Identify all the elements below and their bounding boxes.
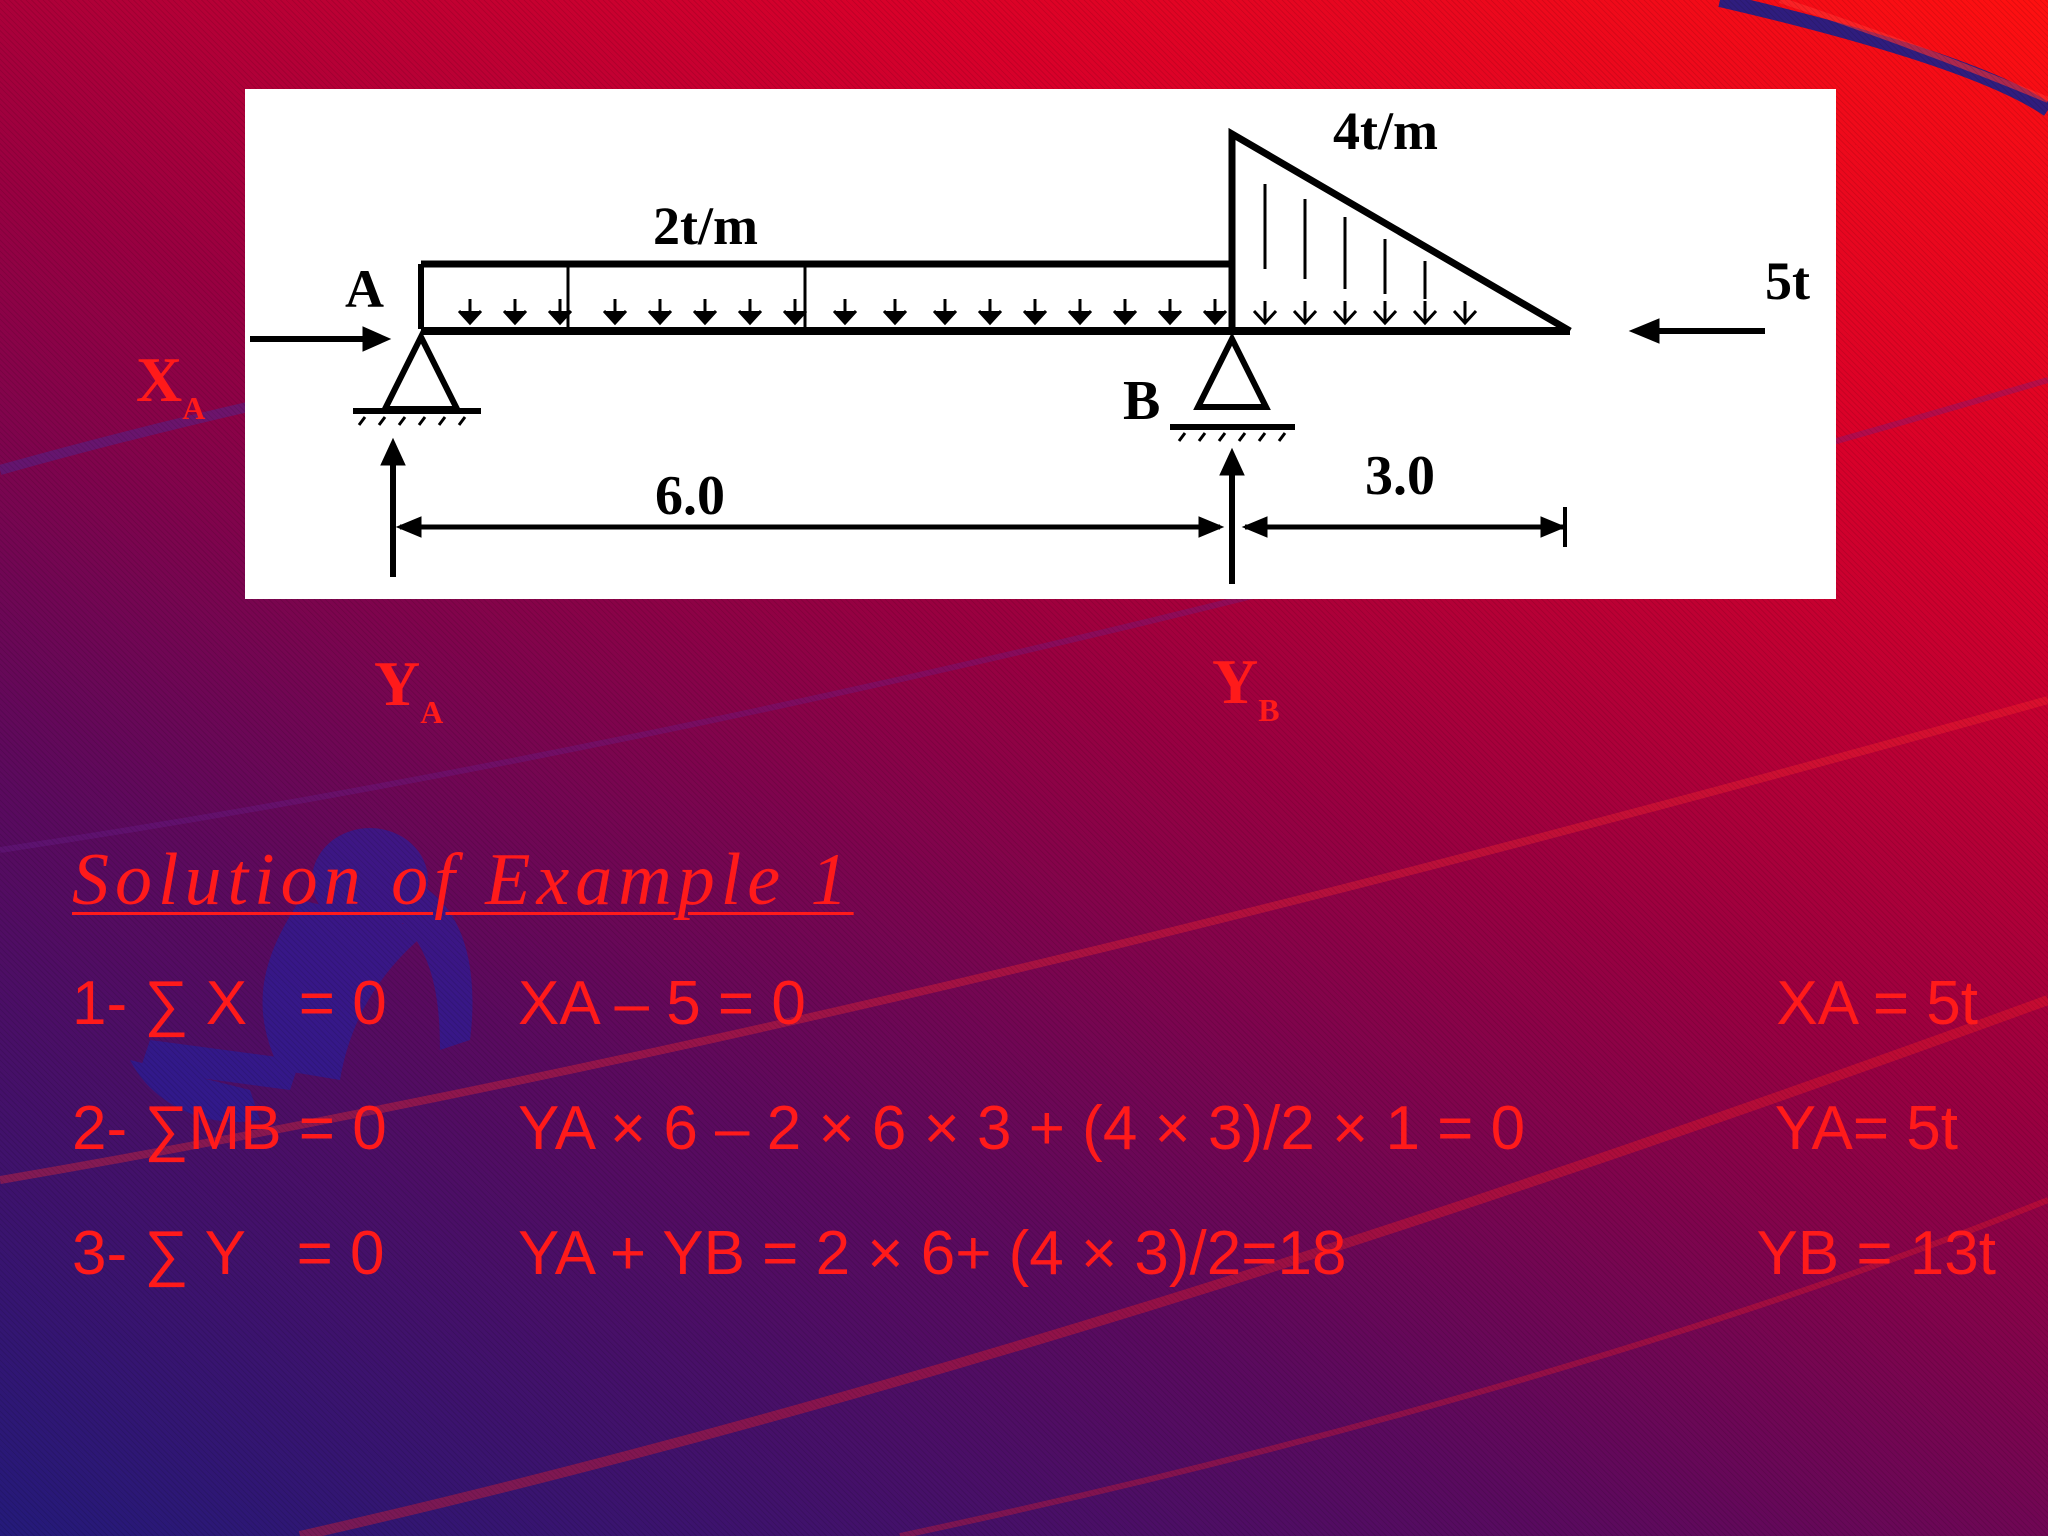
ya-label-main: Y <box>374 648 421 719</box>
equation-3-body: YA + YB = 2 × 6+ (4 × 3)/2=18 <box>518 1219 1347 1288</box>
point-load-label: 5t <box>1765 251 1810 311</box>
equation-2-label: 2- ∑MB = 0 <box>72 1094 387 1163</box>
xa-label: XA <box>136 348 206 426</box>
equation-1-body: XA – 5 = 0 <box>518 969 806 1038</box>
equation-3-result: YB = 13t <box>1756 1219 1996 1288</box>
beam-diagram: A B 2t/m 4t/m 5t 6.0 3.0 <box>245 89 1836 599</box>
equation-1-label: 1- ∑ X = 0 <box>72 969 387 1038</box>
triangular-load <box>1228 127 1572 335</box>
span-ab-label: 6.0 <box>655 465 725 527</box>
dimension-overhang <box>1241 507 1567 547</box>
yb-arrow <box>1219 447 1245 584</box>
equation-row-2: 2- ∑MB = 0 YA × 6 – 2 × 6 × 3 + (4 × 3)/… <box>0 1089 2048 1169</box>
athlete-silhouette-graphic <box>130 828 473 1122</box>
solution-title: Solution of Example 1 <box>72 839 854 921</box>
udl-label: 2t/m <box>653 196 758 256</box>
ya-arrow <box>380 437 406 577</box>
uniform-load-arrows <box>457 299 1228 326</box>
equation-row-1: 1- ∑ X = 0 XA – 5 = 0 XA = 5t <box>0 964 2048 1044</box>
yb-label-sub: B <box>1258 692 1280 728</box>
point-b-label: B <box>1123 370 1160 432</box>
equation-3-label: 3- ∑ Y = 0 <box>72 1219 385 1288</box>
equation-row-3: 3- ∑ Y = 0 YA + YB = 2 × 6+ (4 × 3)/2=18… <box>0 1214 2048 1294</box>
ya-label-sub: A <box>420 694 444 730</box>
triangular-load-label: 4t/m <box>1333 101 1438 161</box>
point-load-arrow <box>1628 318 1765 344</box>
point-a-label: A <box>345 259 384 319</box>
support-b-roller <box>1170 332 1295 442</box>
uniform-load-block <box>418 260 1232 329</box>
support-a-pin <box>353 330 481 426</box>
equation-2-result: YA= 5t <box>1774 1094 1958 1163</box>
overhang-label: 3.0 <box>1365 445 1435 507</box>
equation-2-body: YA × 6 – 2 × 6 × 3 + (4 × 3)/2 × 1 = 0 <box>518 1094 1526 1163</box>
yb-label: YB <box>1212 650 1280 728</box>
xa-label-main: X <box>136 344 183 415</box>
xa-arrow <box>250 326 392 352</box>
equation-1-result: XA = 5t <box>1776 969 1978 1038</box>
ya-label: YA <box>374 652 444 730</box>
xa-label-sub: A <box>182 390 206 426</box>
dimension-ab <box>395 516 1225 538</box>
yb-label-main: Y <box>1212 646 1259 717</box>
triangular-load-arrows <box>1252 301 1478 326</box>
